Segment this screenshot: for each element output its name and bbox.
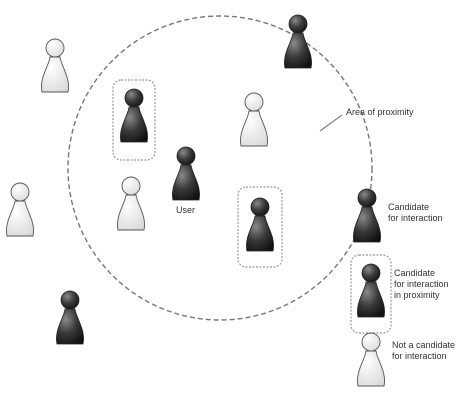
legend-candidate-proximity-label: Candidate for interaction in proximity: [394, 268, 449, 300]
figure-user: [172, 146, 200, 201]
proximity-halo: [237, 186, 283, 268]
legend-not-candidate-label: Not a candidate for interaction: [392, 340, 456, 361]
figure-light: [5, 182, 35, 237]
figure-dark: [56, 290, 84, 345]
legend-not-candidate-icon: [356, 332, 386, 387]
figure-light: [116, 176, 146, 231]
area-label-leader: [319, 114, 343, 132]
figure-light: [40, 38, 70, 93]
proximity-area-circle: [67, 15, 373, 321]
legend-candidate-proximity-icon: [357, 263, 385, 318]
proximity-halo: [112, 79, 156, 161]
user-label: User: [176, 205, 196, 215]
area-label: Area of proximity: [346, 107, 414, 117]
figure-dark-in-proximity: [246, 197, 274, 252]
figure-light: [239, 92, 269, 147]
figure-dark: [284, 14, 312, 69]
legend-candidate-icon: [353, 188, 381, 243]
figure-dark-in-proximity: [120, 88, 148, 143]
legend-candidate-label: Candidate for interaction: [388, 202, 443, 223]
